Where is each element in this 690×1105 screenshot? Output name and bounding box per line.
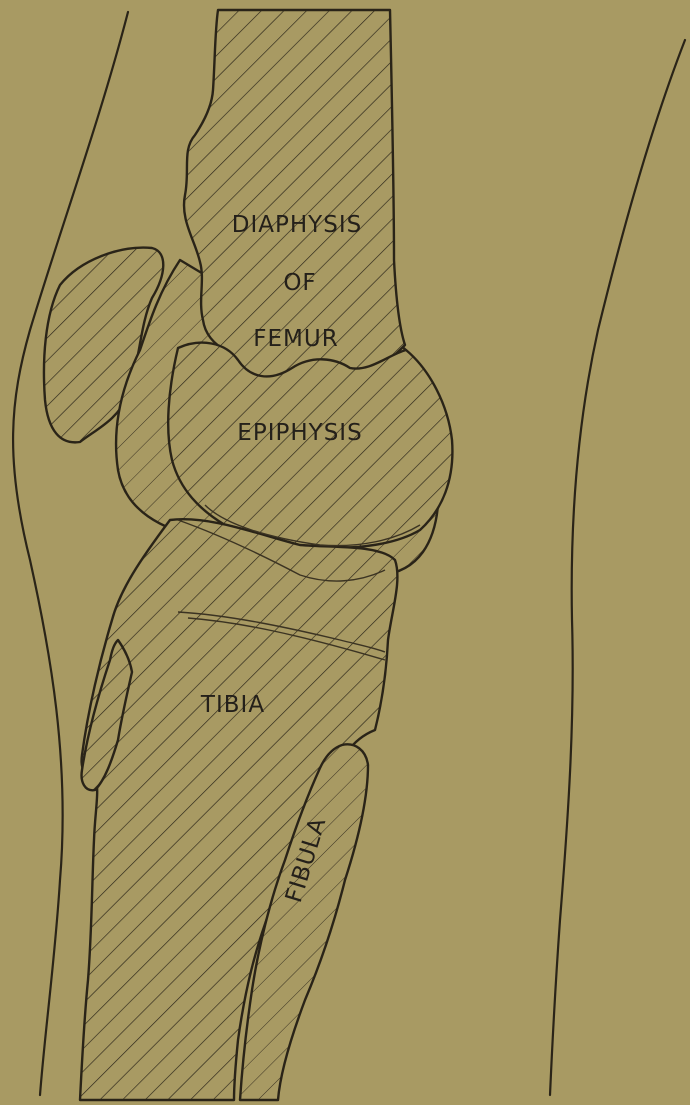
label-femur: FEMUR [253,326,338,352]
label-of: OF [283,270,316,296]
leg-outline-right [550,40,685,1095]
label-diaphysis: DIAPHYSIS [232,212,362,238]
label-epiphysis: EPIPHYSIS [237,420,362,446]
label-tibia: TIBIA [200,692,265,718]
